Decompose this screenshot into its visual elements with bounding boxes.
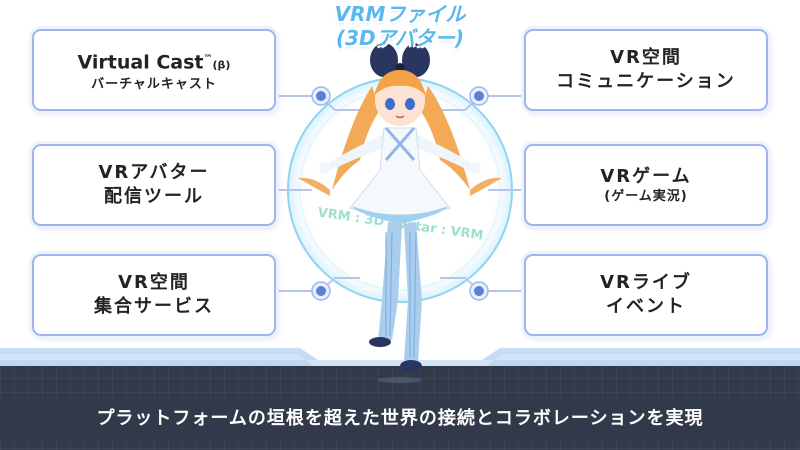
box-virtual-cast: Virtual Cast™(β) バーチャルキャスト <box>32 29 276 111</box>
box-label-line-1: VR空間 <box>118 272 190 293</box>
node-right-1 <box>469 86 489 106</box>
box-vr-space-gathering: VR空間 集合サービス <box>32 254 276 336</box>
box-vr-space-communication: VR空間 コミュニケーション <box>524 29 768 111</box>
node-left-3 <box>311 281 331 301</box>
box-virtual-cast-title: Virtual Cast™(β) <box>78 47 231 77</box>
title-line-1: VRMファイル <box>334 2 466 26</box>
box-label-line-1: VRゲーム <box>600 166 692 187</box>
node-left-1 <box>311 86 331 106</box>
title-line-2: (3Dアバター) <box>336 26 464 50</box>
box-label-line-2: 配信ツール <box>104 186 204 207</box>
box-virtual-cast-subtitle: バーチャルキャスト <box>91 77 217 93</box>
beta-mark: (β) <box>212 58 231 72</box>
node-right-3 <box>469 281 489 301</box>
diagram-title: VRMファイル (3Dアバター) <box>290 2 510 50</box>
trademark-mark: ™ <box>203 53 213 64</box>
box-label-line-1: VR空間 <box>610 47 682 68</box>
box-vr-live-event: VRライブ イベント <box>524 254 768 336</box>
box-label-line-2: コミュニケーション <box>556 71 736 92</box>
avatar-figure-image <box>298 43 502 383</box>
box-label-line-2: (ゲーム実況) <box>604 189 688 204</box>
box-vr-game: VRゲーム (ゲーム実況) <box>524 144 768 226</box>
box-label-line-2: 集合サービス <box>94 296 214 317</box>
box-label-line-1: VRアバター <box>98 162 210 183</box>
box-label-line-1: VRライブ <box>600 272 692 293</box>
box-vr-avatar-streaming: VRアバター 配信ツール <box>32 144 276 226</box>
virtual-cast-name: Virtual Cast <box>77 51 204 74</box>
connector-nodes <box>311 86 489 301</box>
footer-caption: プラットフォームの垣根を超えた世界の接続とコラボレーションを実現 <box>96 408 704 429</box>
box-label-line-2: イベント <box>606 296 686 317</box>
